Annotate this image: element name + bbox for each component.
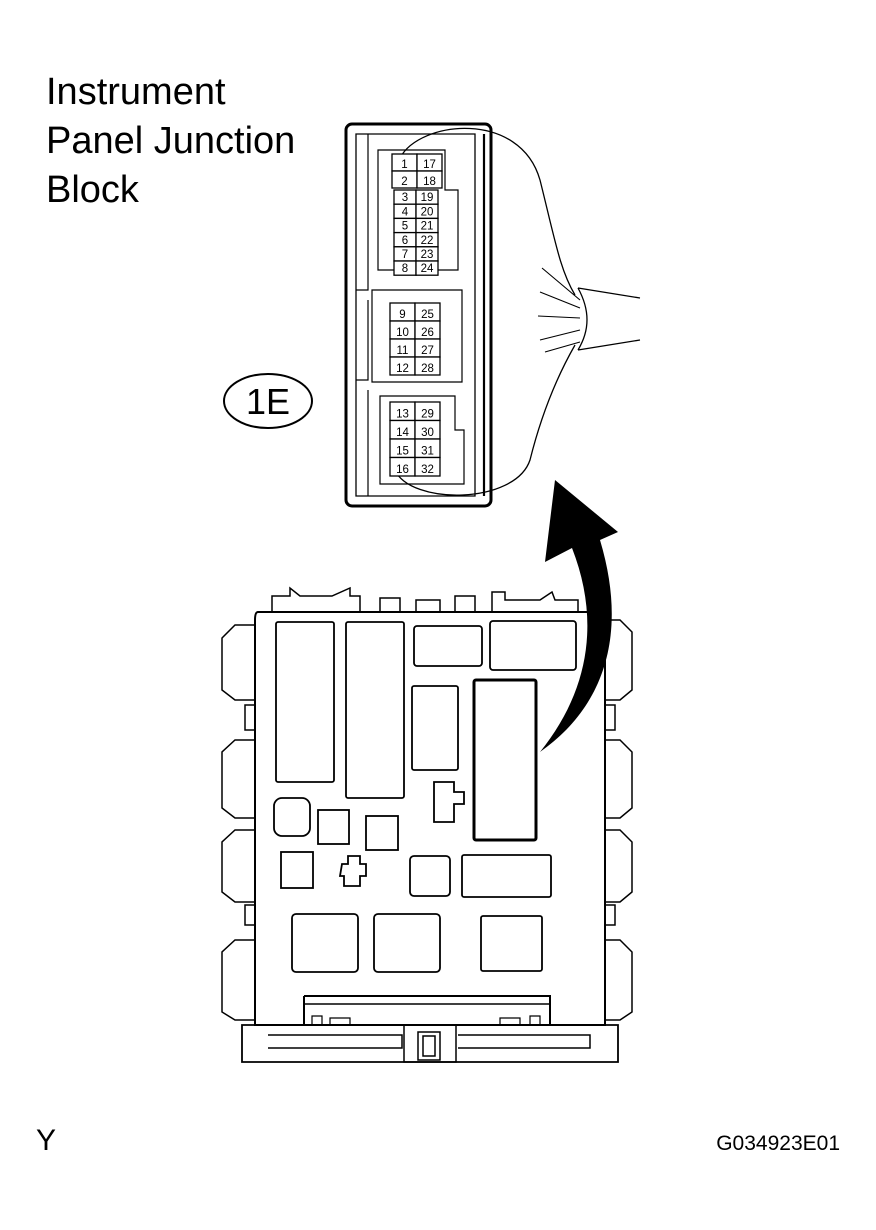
pin-group-bottom: 13 29 14 30 15 31 16 32 <box>389 401 441 477</box>
title-line-1: Instrument <box>46 71 226 113</box>
pin-number: 17 <box>423 159 436 171</box>
pin-number: 13 <box>396 409 409 421</box>
pin-number: 6 <box>402 235 408 247</box>
connector-code-badge <box>223 373 313 429</box>
figure-code: G034923E01 <box>716 1132 840 1155</box>
pin-number: 27 <box>421 345 434 357</box>
pin-number: 30 <box>421 427 434 439</box>
pin-number: 19 <box>421 192 434 204</box>
pin-number: 10 <box>396 327 409 339</box>
pin-number: 21 <box>421 221 434 233</box>
pin-cell <box>414 356 441 376</box>
pin-number: 22 <box>421 235 434 247</box>
pin-number: 15 <box>396 446 409 458</box>
connector-1e <box>344 122 641 508</box>
pin-number: 8 <box>402 263 408 275</box>
pin-number: 23 <box>421 249 434 261</box>
corner-letter: Y <box>36 1124 57 1157</box>
title-line-2: Panel Junction <box>46 120 296 162</box>
pin-number: 2 <box>401 176 407 188</box>
junction-block <box>221 586 633 1063</box>
pin-number: 28 <box>421 363 434 375</box>
pin-group-top: 1 17 2 18 3 19 4 20 5 21 6 22 7 23 8 24 <box>391 153 443 276</box>
pin-number: 29 <box>421 409 434 421</box>
pin-number: 11 <box>397 345 409 357</box>
connector-code-label: 1E <box>246 381 290 422</box>
pin-number: 16 <box>396 464 409 476</box>
pin-number: 5 <box>402 221 408 233</box>
diagram-title: Instrument Panel Junction Block <box>46 68 295 215</box>
pin-number: 18 <box>423 176 436 188</box>
pin-number: 12 <box>396 363 409 375</box>
pin-number: 24 <box>421 263 434 275</box>
pin-number: 32 <box>421 464 434 476</box>
pin-number: 1 <box>401 159 407 171</box>
pin-number: 26 <box>421 327 434 339</box>
pin-cell <box>415 260 439 276</box>
pin-number: 25 <box>421 309 434 321</box>
title-line-3: Block <box>46 169 139 211</box>
pin-number: 9 <box>399 309 405 321</box>
pin-number: 4 <box>402 206 409 218</box>
pin-cell <box>416 170 443 189</box>
pin-number: 20 <box>421 206 434 218</box>
pin-number: 7 <box>402 249 408 261</box>
pin-group-mid: 9 25 10 26 11 27 12 28 <box>389 302 441 376</box>
pin-number: 31 <box>421 446 434 458</box>
pin-number: 3 <box>402 192 408 204</box>
pin-number: 14 <box>396 427 409 439</box>
pin-cell <box>414 456 441 477</box>
curved-arrow-icon <box>540 480 618 752</box>
